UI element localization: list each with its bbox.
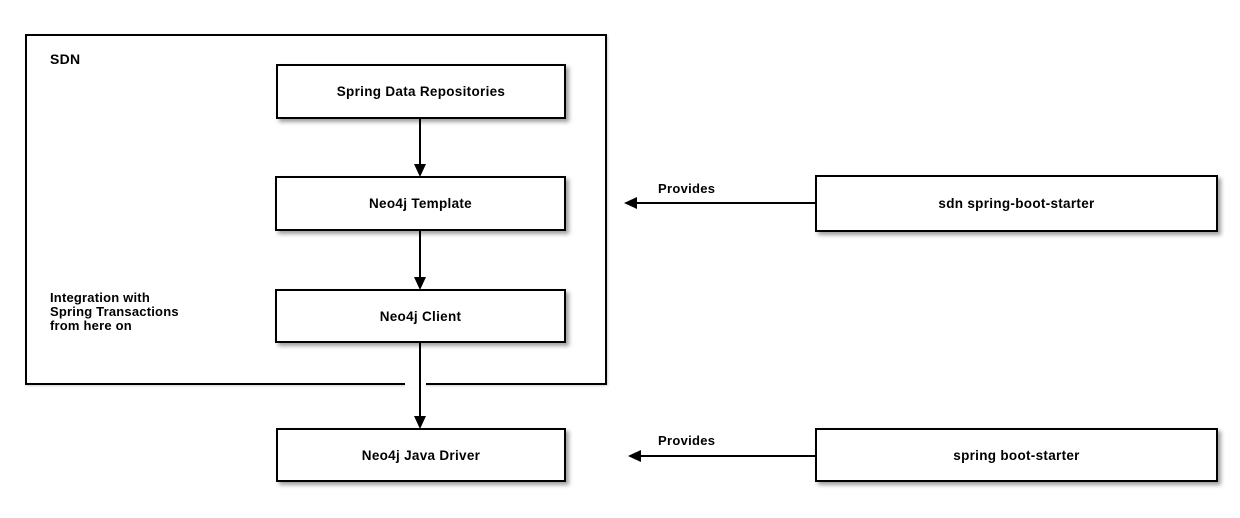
integration-note-line: from here on: [50, 318, 132, 333]
arrow-down-head-icon: [414, 416, 426, 429]
integration-note: Integration with Spring Transactions fro…: [50, 291, 179, 333]
arrow-down-head-icon: [414, 164, 426, 177]
arrow-repositories-to-template-line: [419, 118, 421, 165]
node-label: sdn spring-boot-starter: [938, 196, 1095, 211]
arrow-springstarter-provides-line: [640, 455, 815, 457]
arrow-sdnstarter-provides-line: [636, 202, 815, 204]
node-label: Spring Data Repositories: [336, 84, 506, 99]
arrow-client-to-driver-line: [419, 343, 421, 417]
node-label: Neo4j Template: [369, 196, 472, 211]
node-neo4j-template: Neo4j Template: [275, 176, 566, 231]
sdn-border-gap: [405, 381, 426, 387]
sdn-container-label: SDN: [50, 51, 81, 67]
arrow-template-to-client-line: [419, 231, 421, 278]
arrow-left-head-icon: [628, 450, 641, 462]
node-spring-boot-starter: spring boot-starter: [815, 428, 1218, 482]
node-label: spring boot-starter: [953, 447, 1080, 463]
node-label: Neo4j Java Driver: [361, 447, 481, 463]
node-sdn-spring-boot-starter: sdn spring-boot-starter: [815, 175, 1218, 232]
arrow-left-head-icon: [624, 197, 637, 209]
sdn-container-box: [25, 34, 607, 385]
node-neo4j-java-driver: Neo4j Java Driver: [276, 428, 566, 482]
integration-note-line: Spring Transactions: [50, 304, 179, 319]
node-spring-data-repositories: Spring Data Repositories: [276, 64, 566, 119]
integration-note-line: Integration with: [50, 290, 150, 305]
provides-label-bottom: Provides: [658, 433, 716, 448]
provides-label-top: Provides: [658, 181, 716, 196]
node-label: Neo4j Client: [379, 308, 462, 324]
arrow-down-head-icon: [414, 277, 426, 290]
node-neo4j-client: Neo4j Client: [275, 289, 566, 343]
